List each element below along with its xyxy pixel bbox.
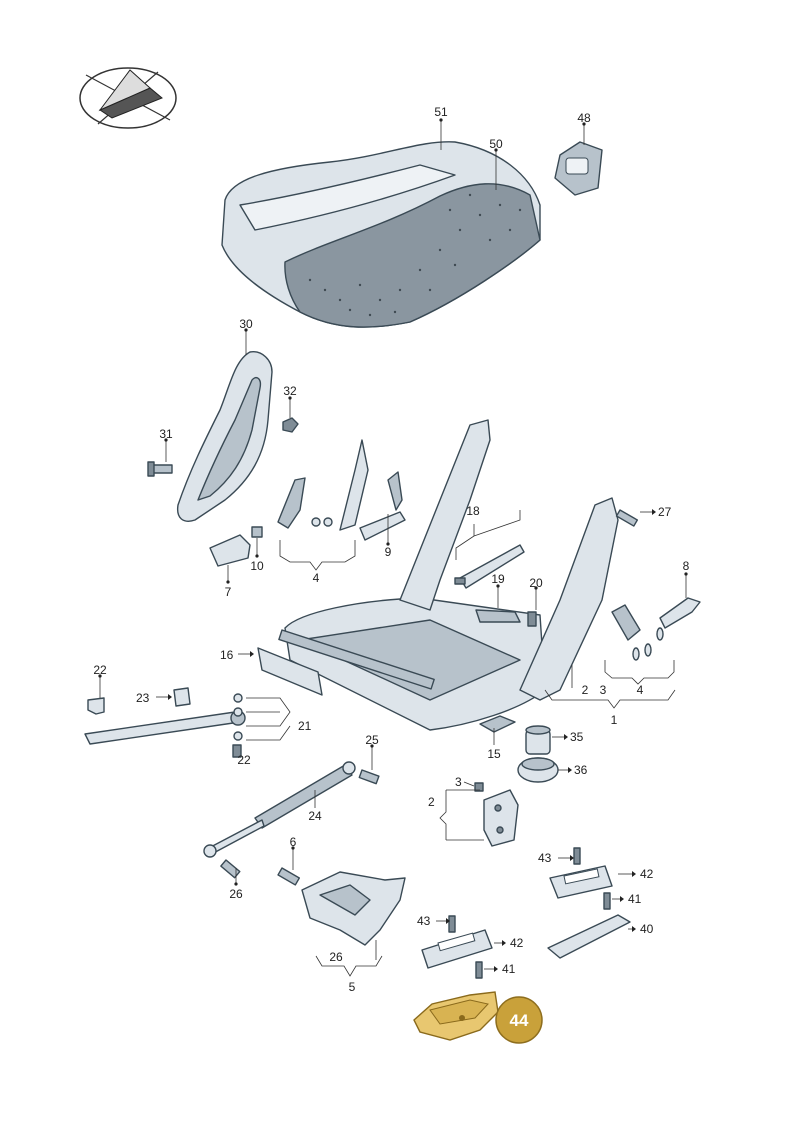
screw-31[interactable] (147, 461, 173, 477)
callout-25: 25 (365, 733, 379, 747)
callouts: 51 50 48 30 32 31 7 10 4 9 18 27 (93, 105, 689, 994)
callout-22-top: 22 (93, 663, 107, 677)
callout-27: 27 (658, 505, 672, 519)
callout-2-bracket: 2 (428, 795, 435, 809)
callout-41-lower: 41 (502, 962, 516, 976)
cap-35[interactable] (525, 725, 551, 755)
callout-32: 32 (283, 384, 297, 398)
callout-36: 36 (574, 763, 588, 777)
callout-3-bracket: 3 (455, 775, 462, 789)
callout-20: 20 (529, 576, 543, 590)
bolt-43-upper[interactable] (573, 847, 581, 865)
callout-41-upper: 41 (628, 892, 642, 906)
callout-26-bottom: 26 (329, 950, 343, 964)
callout-26-left: 26 (229, 887, 243, 901)
callout-40: 40 (640, 922, 654, 936)
callout-15: 15 (487, 747, 501, 761)
bolt-41-upper[interactable] (603, 892, 611, 910)
bracket-2[interactable] (474, 782, 519, 847)
callout-35: 35 (570, 730, 584, 744)
clip-10[interactable] (251, 526, 263, 538)
bracket-18[interactable] (454, 544, 525, 589)
strap-19[interactable] (475, 609, 521, 623)
cable-bracket-4[interactable] (277, 439, 369, 531)
callout-50: 50 (489, 137, 503, 151)
callout-24: 24 (308, 809, 322, 823)
callout-10: 10 (250, 559, 264, 573)
callout-48: 48 (577, 111, 591, 125)
callout-19: 19 (491, 572, 505, 586)
callout-21: 21 (298, 719, 312, 733)
bolt-20[interactable] (527, 611, 537, 627)
callout-5: 5 (349, 980, 356, 994)
callout-8: 8 (683, 559, 690, 573)
side-trim-panel[interactable] (176, 351, 273, 522)
callout-23: 23 (136, 691, 150, 705)
screw-26[interactable] (220, 859, 241, 879)
callout-9: 9 (385, 545, 392, 559)
cover-cap-7[interactable] (209, 534, 251, 567)
plate-16[interactable] (257, 647, 323, 696)
bolt-43-lower[interactable] (448, 915, 456, 933)
callout-7: 7 (225, 585, 232, 599)
callout-2-right: 2 (582, 683, 589, 697)
seat-bracket-48[interactable] (554, 141, 603, 196)
callout-6: 6 (290, 835, 297, 849)
callout-16: 16 (220, 648, 234, 662)
screw-25[interactable] (358, 769, 380, 785)
nut-32[interactable] (282, 417, 299, 433)
callout-42-lower: 42 (510, 936, 524, 950)
callout-3-right: 3 (600, 683, 607, 697)
callout-42-upper: 42 (640, 867, 654, 881)
lever-9[interactable] (359, 471, 406, 541)
callout-31: 31 (159, 427, 173, 441)
badge-number: 44 (510, 1011, 529, 1030)
callout-51: 51 (434, 105, 448, 119)
orientation-compass-icon (79, 67, 177, 129)
callout-18: 18 (466, 504, 480, 518)
clip-22[interactable] (87, 697, 105, 715)
callout-43-upper: 43 (538, 851, 552, 865)
callout-43-lower: 43 (417, 914, 431, 928)
callout-4-right: 4 (637, 683, 644, 697)
seat-cushion[interactable] (221, 141, 541, 328)
cap-36[interactable] (517, 757, 559, 783)
lever-8[interactable] (611, 597, 701, 661)
screw-27[interactable] (615, 509, 639, 527)
handle-42-upper[interactable] (549, 865, 613, 899)
seat-frame[interactable] (278, 419, 619, 731)
rail-40[interactable] (547, 914, 631, 959)
screw-6[interactable] (277, 867, 301, 886)
part-44-badge[interactable]: 44 (495, 996, 543, 1044)
handle-42-lower[interactable] (421, 929, 493, 969)
callout-22-bottom: 22 (237, 753, 251, 767)
highlighted-part-44[interactable] (413, 991, 499, 1041)
rod-21[interactable] (84, 693, 246, 758)
callout-30: 30 (239, 317, 253, 331)
callout-1: 1 (611, 713, 618, 727)
clip-23[interactable] (173, 687, 191, 707)
gas-spring-24[interactable] (203, 761, 356, 858)
label-15[interactable] (479, 715, 516, 733)
bolt-41-lower[interactable] (475, 961, 483, 979)
bracket-assembly-5[interactable] (301, 871, 406, 946)
callout-4-left: 4 (313, 571, 320, 585)
